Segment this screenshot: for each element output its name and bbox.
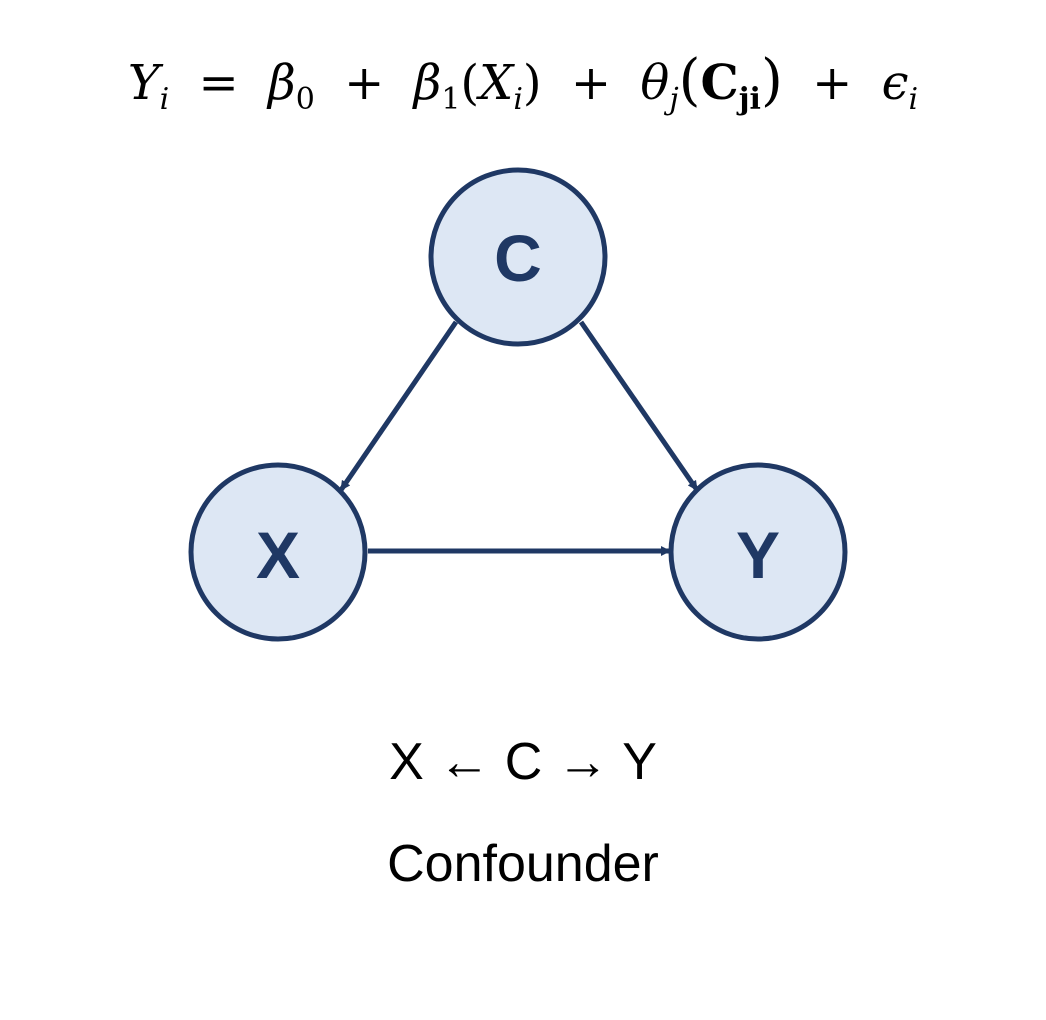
eq-beta0: β <box>267 55 296 111</box>
node-c-circle <box>428 167 608 347</box>
eq-x-var: X <box>479 55 514 111</box>
node-y-label: Y <box>736 518 780 592</box>
node-c: C <box>428 167 608 347</box>
eq-y-var: Y <box>127 55 160 111</box>
node-x: X <box>188 462 368 642</box>
eq-c-var: C <box>700 55 739 111</box>
edge-c-to-x <box>338 320 459 492</box>
node-x-label: X <box>256 518 300 592</box>
node-y: Y <box>668 462 848 642</box>
eq-close-paren-2: ) <box>760 48 783 113</box>
eq-theta-sub: j <box>669 82 679 117</box>
eq-theta: θ <box>640 55 670 111</box>
node-x-circle <box>188 462 368 642</box>
eq-y-sub: i <box>159 82 170 117</box>
eq-epsilon: ϵ <box>881 55 909 111</box>
eq-c-sub: ji <box>738 82 761 117</box>
eq-plus-2: + <box>570 55 612 111</box>
node-c-label: C <box>494 221 542 295</box>
eq-beta0-sub: 0 <box>295 82 315 117</box>
eq-plus-3: + <box>812 55 853 111</box>
eq-equals: = <box>198 55 239 111</box>
eq-open-paren-2: ( <box>678 48 701 113</box>
node-y-circle <box>668 462 848 642</box>
eq-beta1-sub: 1 <box>441 82 461 117</box>
eq-plus-1: + <box>344 55 385 111</box>
eq-beta1: β <box>413 55 442 111</box>
eq-close-paren-1: ) <box>522 55 542 111</box>
diagram-name: Confounder <box>387 835 659 893</box>
edge-c-to-y <box>578 320 700 492</box>
eq-x-sub: i <box>513 82 523 117</box>
regression-equation: Yi = β0 + β1(Xi) + θj(Cji) + ϵi <box>0 48 1046 115</box>
eq-open-paren-1: ( <box>460 55 480 111</box>
path-notation: X ← C → Y <box>389 733 657 791</box>
eq-epsilon-sub: i <box>908 82 919 117</box>
